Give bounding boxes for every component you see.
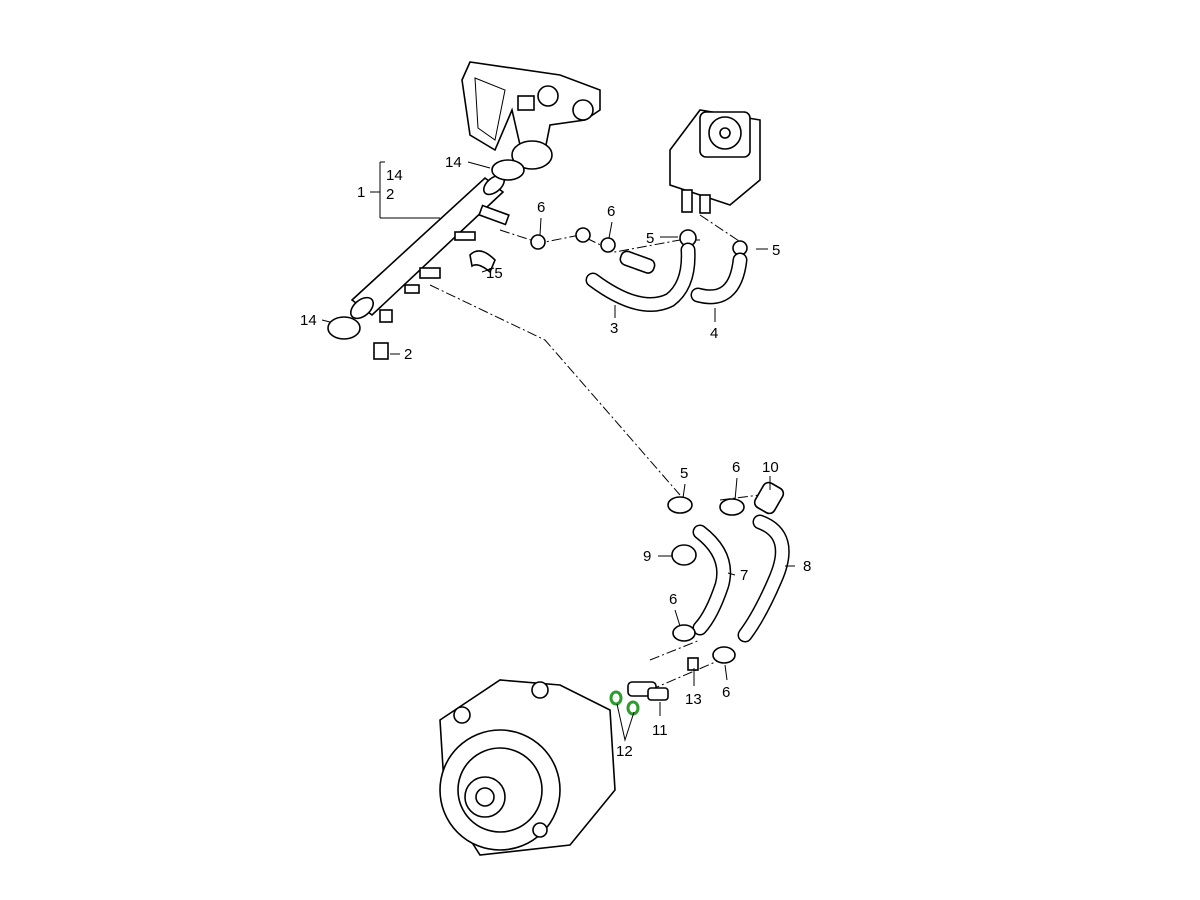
label-14a: 14: [386, 167, 403, 184]
hose-8: [737, 514, 790, 643]
cap-9: [671, 544, 697, 566]
label-3: 3: [610, 320, 618, 337]
label-4: 4: [710, 325, 718, 342]
hose-clamps-bottom: [667, 496, 745, 664]
clip-15: [469, 250, 496, 274]
o-ring-bottom: [327, 316, 361, 340]
leader-lines: [321, 161, 795, 742]
fitting-11: [627, 657, 699, 701]
label-6c: 6: [732, 459, 740, 476]
label-5a: 5: [646, 230, 654, 247]
drain-plug: [373, 342, 389, 360]
label-10: 10: [762, 459, 779, 476]
label-6d: 6: [669, 591, 677, 608]
label-15: 15: [486, 265, 503, 282]
oil-cooler: [669, 109, 761, 214]
hose-4: [690, 252, 748, 305]
label-2a: 2: [386, 186, 394, 203]
label-1: 1: [357, 184, 365, 201]
callout-labels: 14 2 1 14 6 6 5 5 15 3 4 14 2 5 6 10 9 7…: [300, 154, 811, 760]
label-5b: 5: [772, 242, 780, 259]
alternator: [439, 679, 616, 856]
thermostat-housing: [461, 61, 601, 170]
label-6b: 6: [607, 203, 615, 220]
o-ring-top: [491, 159, 525, 181]
coolant-pipe: [349, 174, 510, 323]
label-12: 12: [616, 743, 633, 760]
label-11: 11: [652, 722, 668, 739]
seal-ring-12a: [609, 690, 623, 706]
label-5c: 5: [680, 465, 688, 482]
label-14c: 14: [300, 312, 317, 329]
label-6e: 6: [722, 684, 730, 701]
label-6a: 6: [537, 199, 545, 216]
cap-10: [753, 481, 785, 515]
label-14b: 14: [445, 154, 462, 171]
label-8: 8: [803, 558, 811, 575]
label-7: 7: [740, 567, 748, 584]
label-2b: 2: [404, 346, 412, 363]
label-13: 13: [685, 691, 702, 708]
hose-clamps-top: [530, 227, 748, 256]
label-9: 9: [643, 548, 651, 565]
seal-ring-12b: [626, 700, 640, 716]
connection-lines: [429, 214, 761, 691]
hose-3: [585, 242, 696, 312]
hose-7: [692, 524, 732, 636]
